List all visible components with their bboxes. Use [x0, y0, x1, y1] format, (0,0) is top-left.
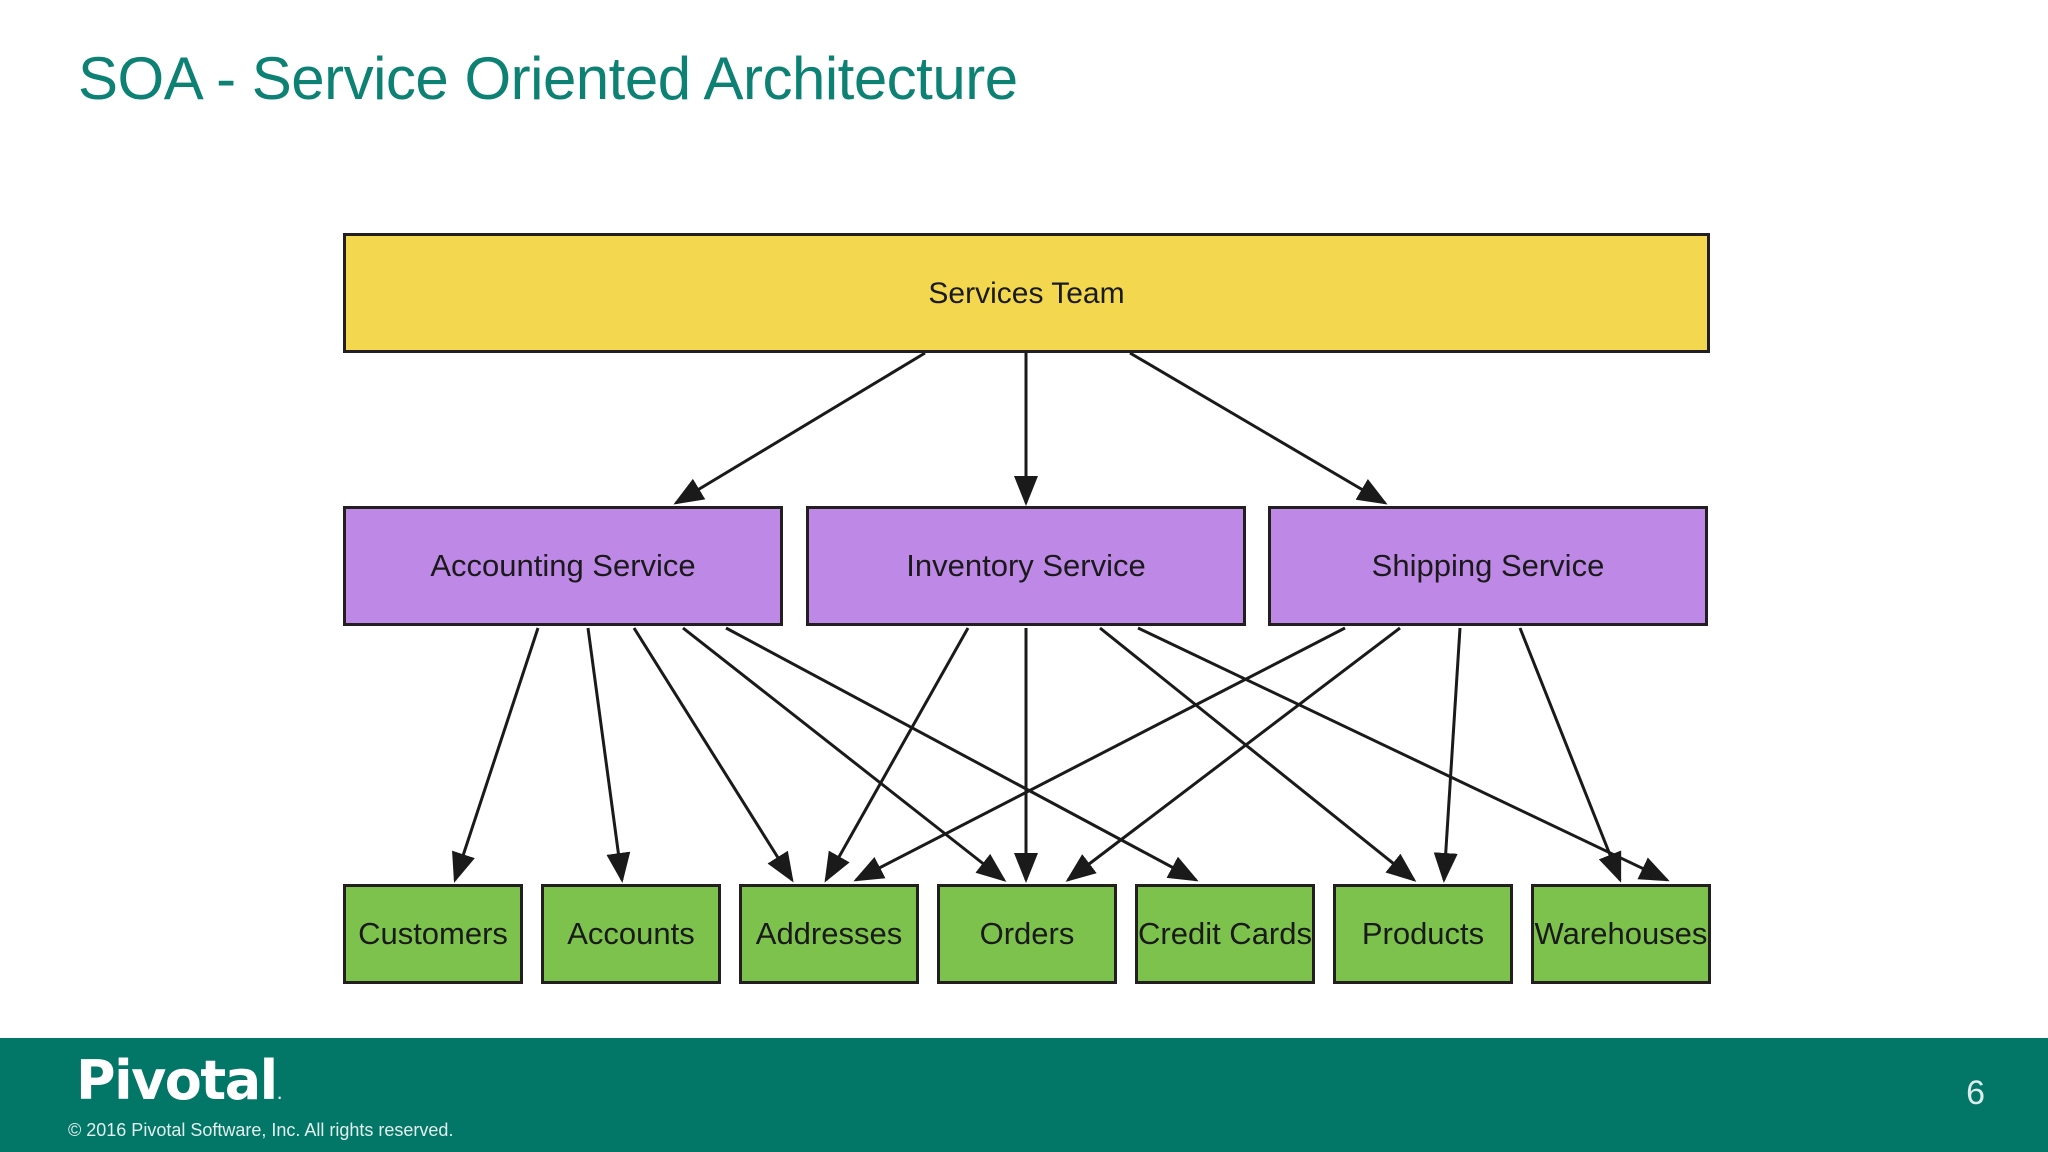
node-label: Warehouses: [1534, 915, 1708, 951]
node-customers: Customers: [343, 884, 523, 984]
node-label: Accounting Service: [430, 547, 696, 583]
node-services-team: Services Team: [343, 233, 1710, 353]
pivotal-logo: Pivotal.: [76, 1054, 283, 1108]
edge-shipping-service-to-warehouses: [1518, 627, 1622, 883]
brand-name: Pivotal: [76, 1049, 278, 1112]
node-label: Accounts: [567, 915, 695, 951]
node-accounts: Accounts: [541, 884, 721, 984]
node-credit-cards: Credit Cards: [1135, 884, 1315, 984]
node-label: Credit Cards: [1138, 915, 1312, 951]
copyright-text: © 2016 Pivotal Software, Inc. All rights…: [68, 1120, 454, 1140]
edge-services-team-to-accounting-service: [673, 351, 926, 505]
node-products: Products: [1333, 884, 1513, 984]
edge-inventory-service-to-products: [1099, 626, 1417, 882]
node-label: Customers: [358, 915, 508, 951]
edge-shipping-service-to-addresses: [853, 626, 1346, 882]
edge-accounting-service-to-accounts: [586, 627, 631, 883]
page-title: SOA - Service Oriented Architecture: [78, 45, 1018, 112]
edge-accounting-service-to-orders: [682, 626, 1007, 882]
edge-shipping-service-to-products: [1433, 627, 1462, 883]
node-label: Shipping Service: [1371, 547, 1605, 583]
edge-services-team-to-shipping-service: [1129, 351, 1388, 505]
edge-accounting-service-to-customers: [452, 627, 540, 883]
edge-group: [452, 351, 1670, 883]
node-label: Orders: [979, 915, 1075, 951]
page-number: 6: [1966, 1074, 1985, 1112]
node-label: Addresses: [755, 915, 903, 951]
edge-inventory-service-to-warehouses: [1137, 626, 1670, 882]
diagram-edges-layer: [452, 351, 1670, 883]
edge-accounting-service-to-credit-cards: [725, 626, 1199, 882]
node-warehouses: Warehouses: [1531, 884, 1711, 984]
slide-footer: Pivotal. © 2016 Pivotal Software, Inc. A…: [0, 1038, 2048, 1152]
edge-shipping-service-to-orders: [1065, 626, 1401, 882]
node-addresses: Addresses: [739, 884, 919, 984]
node-accounting-service: Accounting Service: [343, 506, 783, 626]
registered-mark-icon: .: [276, 1082, 283, 1104]
edge-inventory-service-to-addresses: [824, 627, 970, 883]
node-label: Inventory Service: [906, 547, 1146, 583]
node-orders: Orders: [937, 884, 1117, 984]
node-shipping-service: Shipping Service: [1268, 506, 1708, 626]
node-label: Services Team: [928, 276, 1125, 310]
node-inventory-service: Inventory Service: [806, 506, 1246, 626]
node-label: Products: [1361, 915, 1485, 951]
edge-accounting-service-to-addresses: [632, 627, 794, 883]
